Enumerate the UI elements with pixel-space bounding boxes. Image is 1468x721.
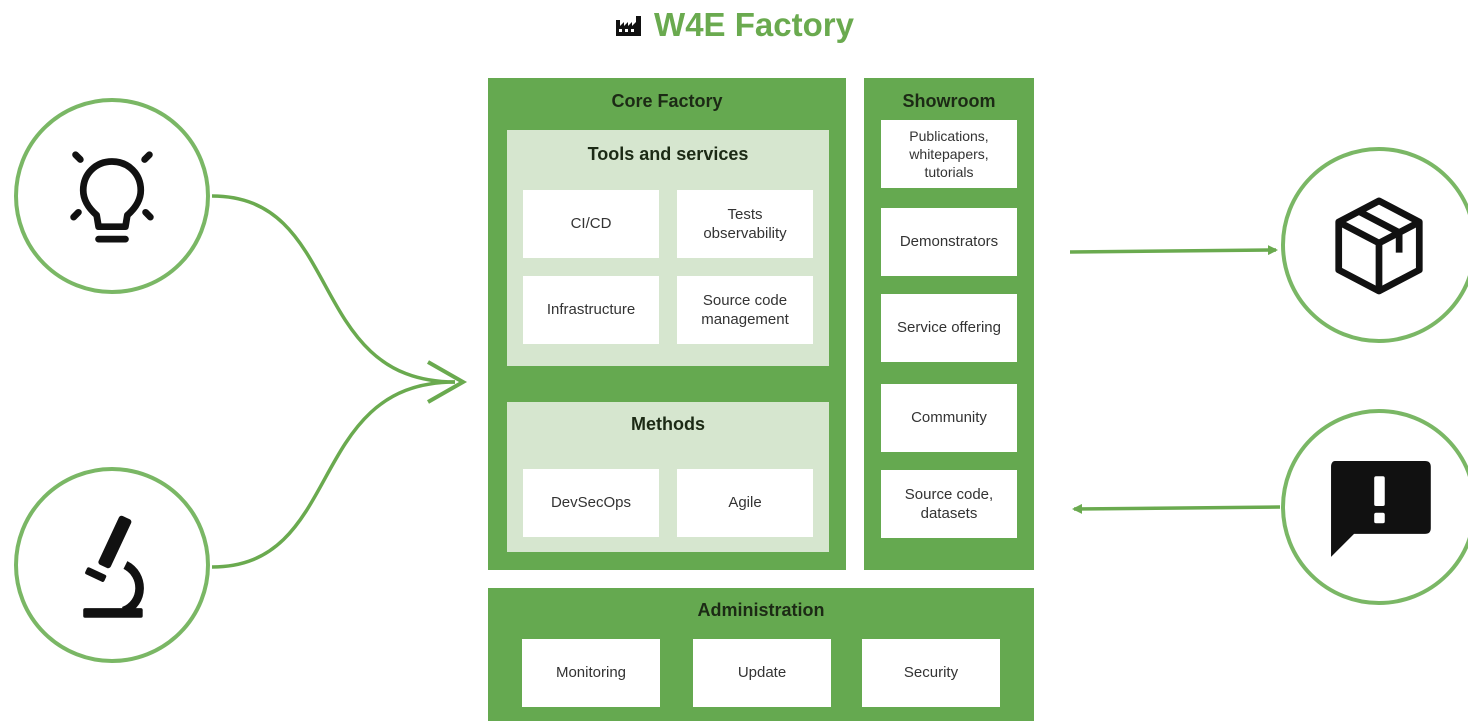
idea-circle (14, 98, 210, 294)
idea-connector (211, 194, 456, 384)
community-card: Community (881, 384, 1017, 452)
source-code-management-card: Source code management (677, 276, 813, 344)
methods-panel: Methods DevSecOps Agile (507, 402, 829, 552)
cicd-card: CI/CD (523, 190, 659, 258)
lightbulb-icon (70, 151, 154, 243)
diagram-title: W4E Factory (0, 6, 1468, 46)
core-factory-panel: Core Factory Tools and services CI/CD Te… (488, 78, 846, 570)
microscope-icon (83, 515, 144, 618)
core-factory-title: Core Factory (611, 91, 723, 111)
tools-services-panel: Tools and services CI/CD Tests observabi… (507, 130, 829, 366)
source-code-datasets-card: Source code, datasets (881, 470, 1017, 538)
title-text: W4E Factory (654, 6, 854, 43)
publications-card: Publications, whitepapers, tutorials (881, 120, 1017, 188)
agile-card: Agile (677, 469, 813, 537)
feedback-arrow (1072, 503, 1281, 514)
administration-panel: Administration Monitoring Update Securit… (488, 588, 1034, 721)
feedback-icon (1331, 460, 1431, 557)
methods-title: Methods (631, 414, 705, 434)
showroom-panel: Showroom Publications, whitepapers, tuto… (864, 78, 1034, 570)
update-card: Update (693, 639, 831, 707)
devsecops-card: DevSecOps (523, 469, 659, 537)
administration-title: Administration (697, 600, 825, 620)
factory-icon (614, 8, 646, 46)
tests-observability-card: Tests observability (677, 190, 813, 258)
service-offering-card: Service offering (881, 294, 1017, 362)
showroom-title: Showroom (902, 91, 996, 111)
package-icon (1335, 197, 1423, 295)
deliverable-circle (1281, 147, 1468, 343)
research-circle (14, 467, 210, 663)
inbound-arrowhead (427, 360, 468, 404)
output-arrow (1069, 245, 1278, 256)
security-card: Security (862, 639, 1000, 707)
demonstrators-card: Demonstrators (881, 208, 1017, 276)
monitoring-card: Monitoring (522, 639, 660, 707)
feedback-circle (1281, 409, 1468, 605)
infrastructure-card: Infrastructure (523, 276, 659, 344)
tools-services-title: Tools and services (587, 144, 749, 164)
research-connector (211, 380, 456, 569)
